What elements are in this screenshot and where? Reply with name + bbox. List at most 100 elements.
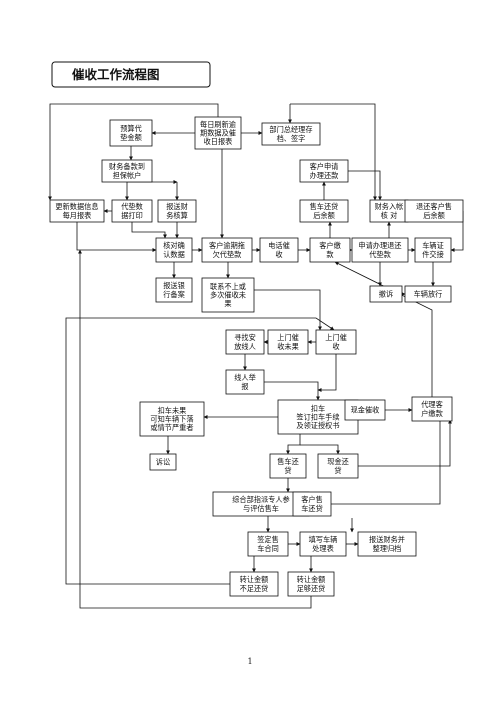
process-box-label: 联系不上或 [210, 282, 246, 291]
process-box-label: 每月报表 [63, 211, 92, 220]
connector-arrow [65, 317, 335, 585]
process-box-label: 预算代 [120, 124, 142, 133]
process-box-label: 综合部指派专人参 [232, 495, 290, 504]
process-box-label: 足够还贷 [297, 584, 326, 593]
connector-arrow [254, 289, 322, 331]
process-box-label: 后余额 [313, 211, 335, 220]
process-box-border [247, 531, 289, 557]
process-box-label: 扣车未果 [158, 406, 187, 415]
process-box-label: 财务备款到 [109, 162, 145, 171]
process-box-label: 后余额 [423, 211, 445, 220]
process-box-label: 车辆放行 [414, 290, 443, 299]
process-box-label: 上门催 [325, 333, 347, 342]
process-box-n21: 车辆放行 [404, 285, 452, 303]
process-box-border [261, 122, 321, 146]
process-box-border [309, 237, 351, 263]
connector-arrow [76, 222, 157, 252]
process-box-label: 报送财务并 [369, 535, 405, 544]
title-box: 催收工作流程图 [51, 61, 211, 88]
process-box-label: 办理还款 [310, 171, 339, 180]
process-box-border [201, 277, 255, 313]
process-box-label: 不足还贷 [240, 584, 269, 593]
connector-arrow [78, 249, 312, 609]
process-box-border [404, 285, 452, 303]
process-box-border [225, 329, 265, 355]
process-box-n31: 售车还贷 [269, 453, 307, 479]
process-box-label: 收 [275, 250, 282, 259]
process-box-label: 多次催收未 [210, 291, 246, 300]
process-box-label: 扣车 [311, 404, 325, 413]
process-box-label: 签定售 [257, 535, 279, 544]
process-box-label: 代垫数 [121, 202, 143, 211]
process-box-border [315, 329, 357, 355]
process-box-label: 担保帐户 [113, 171, 142, 180]
connector-arrow [48, 103, 219, 201]
process-box-border [111, 199, 153, 223]
process-box-label: 报送财 [166, 202, 188, 211]
page-number: 1 [247, 657, 253, 666]
process-box-label: 线人举 [234, 373, 256, 382]
process-box-label: 部门总经理存 [269, 125, 312, 134]
process-box-label: 现金还 [327, 457, 349, 466]
process-box-border [404, 199, 464, 223]
process-box-label: 期数据及催 [200, 129, 236, 138]
process-box-border [229, 571, 279, 597]
process-box-label: 与评估售车 [243, 504, 279, 513]
process-box-label: 款 [326, 250, 333, 259]
process-box-label: 申请办理退还 [358, 241, 401, 250]
process-box-border [292, 491, 332, 517]
process-box-border [155, 277, 193, 303]
process-box-label: 车合同 [257, 544, 279, 553]
process-box-border [149, 453, 177, 471]
process-box-border [49, 199, 105, 223]
process-box-label: 车辆证 [422, 241, 444, 250]
process-box-label: 行备案 [163, 290, 185, 299]
connector-arrow [358, 419, 452, 467]
process-box-label: 垫金额 [120, 133, 142, 142]
process-box-label: 签订扣车手续 [296, 413, 339, 422]
process-box-border [344, 399, 386, 421]
process-box-label: 收 [332, 342, 339, 351]
connector-arrow [290, 103, 377, 201]
process-box-n20: 撤诉 [369, 285, 403, 303]
process-box-border [411, 396, 453, 422]
process-box-label: 处理表 [312, 544, 334, 553]
connector-arrow [450, 211, 464, 252]
process-box-label: 诉讼 [156, 458, 170, 467]
process-box-label: 核 对 [381, 211, 398, 220]
process-box-border [269, 453, 307, 479]
process-box-label: 客户售 [301, 495, 323, 504]
process-box-border [287, 571, 335, 597]
process-box-label: 可知车辆下落 [150, 415, 193, 424]
process-box-border [157, 199, 197, 223]
process-box-border [101, 159, 153, 183]
process-box-n30: 诉讼 [149, 453, 177, 471]
process-box-label: 报 [241, 382, 248, 391]
connector-arrow [300, 444, 340, 455]
process-box-border [267, 329, 309, 355]
process-boxes: 预算代垫金额每日刷新逾期数据及催收日报表部门总经理存档、签字财务备款到担保帐户客… [49, 116, 464, 597]
process-box-label: 转让金额 [240, 575, 269, 584]
process-box-label: 车还贷 [301, 504, 323, 513]
process-box-label: 户缴款 [421, 409, 443, 418]
process-box-label: 件交接 [422, 250, 444, 259]
process-box-border [225, 369, 265, 395]
